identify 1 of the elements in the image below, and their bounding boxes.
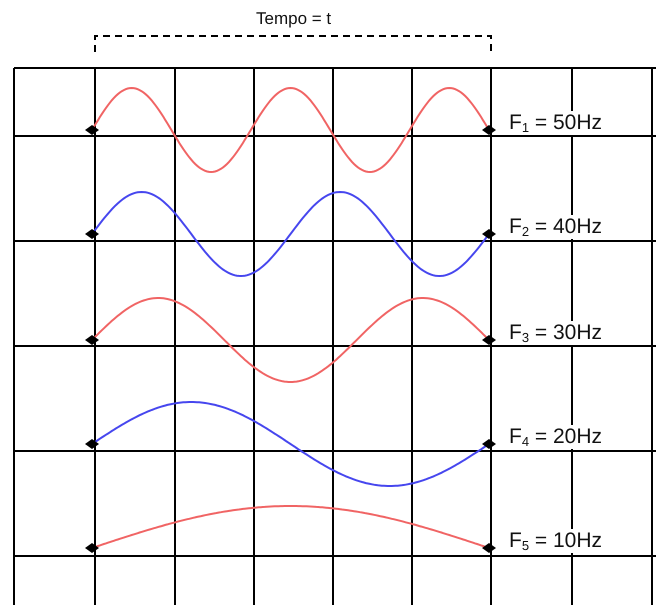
time-label: Tempo = t [256, 10, 332, 27]
